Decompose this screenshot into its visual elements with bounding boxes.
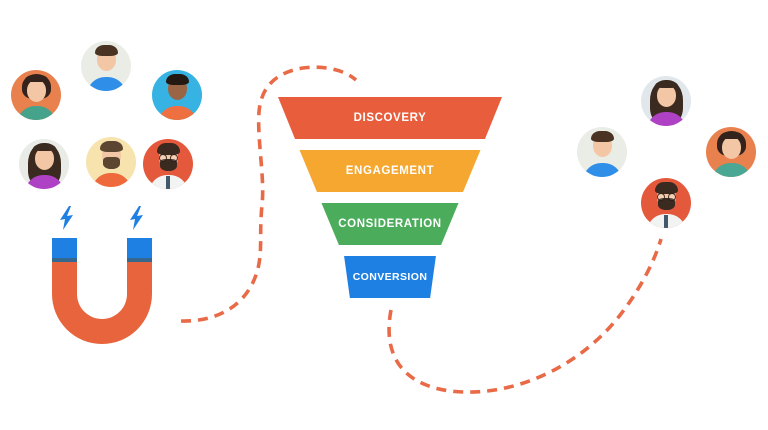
avatar-man-beard-glasses <box>143 139 193 189</box>
avatar-face <box>656 85 676 107</box>
avatar-hair <box>32 144 56 151</box>
avatar-woman-bob-teal <box>706 127 756 177</box>
avatar-man-orange-shirt <box>152 70 202 120</box>
funnel-stage-label: DISCOVERY <box>353 112 427 124</box>
avatar-tie <box>664 215 668 228</box>
avatar-face <box>34 148 54 170</box>
funnel-stage-label: ENGAGEMENT <box>345 165 435 177</box>
avatar-woman-long-hair <box>641 76 691 126</box>
avatar-shirt <box>87 77 125 91</box>
marketing-funnel: DISCOVERY ENGAGEMENT CONSIDERATION CONVE… <box>278 97 502 298</box>
avatar-glasses-icon <box>656 193 677 202</box>
avatar-man-beard-glasses <box>641 178 691 228</box>
funnel-stage-engagement: ENGAGEMENT <box>299 150 481 192</box>
avatar-man-blue-shirt <box>577 127 627 177</box>
avatar-hair <box>165 74 189 85</box>
avatar-beard <box>159 159 177 171</box>
magnet-tip <box>52 238 77 262</box>
magnet-icon <box>52 206 152 346</box>
avatar-shirt <box>25 175 63 189</box>
avatar-face <box>721 137 741 159</box>
avatar-tie <box>166 176 170 189</box>
avatar-hair <box>654 182 678 194</box>
avatar-beard <box>657 198 675 210</box>
funnel-stage-conversion: CONVERSION <box>344 256 436 298</box>
avatar-hair <box>24 74 48 82</box>
avatar-shirt <box>92 173 130 187</box>
avatar-hair <box>156 143 180 155</box>
avatar-hair <box>99 141 123 152</box>
funnel-stage-discovery: DISCOVERY <box>278 97 502 139</box>
avatar-glasses-icon <box>158 154 179 163</box>
avatar-shirt <box>712 163 750 177</box>
avatar-shirt <box>17 106 55 120</box>
avatar-woman-bob-teal <box>11 70 61 120</box>
avatar-man-beard <box>86 137 136 187</box>
funnel-stage-consideration: CONSIDERATION <box>321 203 459 245</box>
magnet-tip <box>127 238 152 262</box>
avatar-shirt <box>158 106 196 120</box>
avatar-hair <box>654 81 678 88</box>
funnel-stage-label: CONVERSION <box>352 271 428 283</box>
avatar-hair <box>719 131 743 139</box>
avatar-hair <box>590 131 614 142</box>
funnel-stage-label: CONSIDERATION <box>338 218 442 230</box>
avatar-man-blue-shirt <box>81 41 131 91</box>
lightning-bolt-icon <box>130 206 143 230</box>
lightning-bolt-icon <box>60 206 73 230</box>
avatar-hair <box>94 45 118 56</box>
avatar-shirt <box>583 163 621 177</box>
avatar-woman-long-hair <box>19 139 69 189</box>
avatar-beard <box>102 157 120 169</box>
avatar-shirt <box>647 112 685 126</box>
avatar-face <box>26 80 46 102</box>
